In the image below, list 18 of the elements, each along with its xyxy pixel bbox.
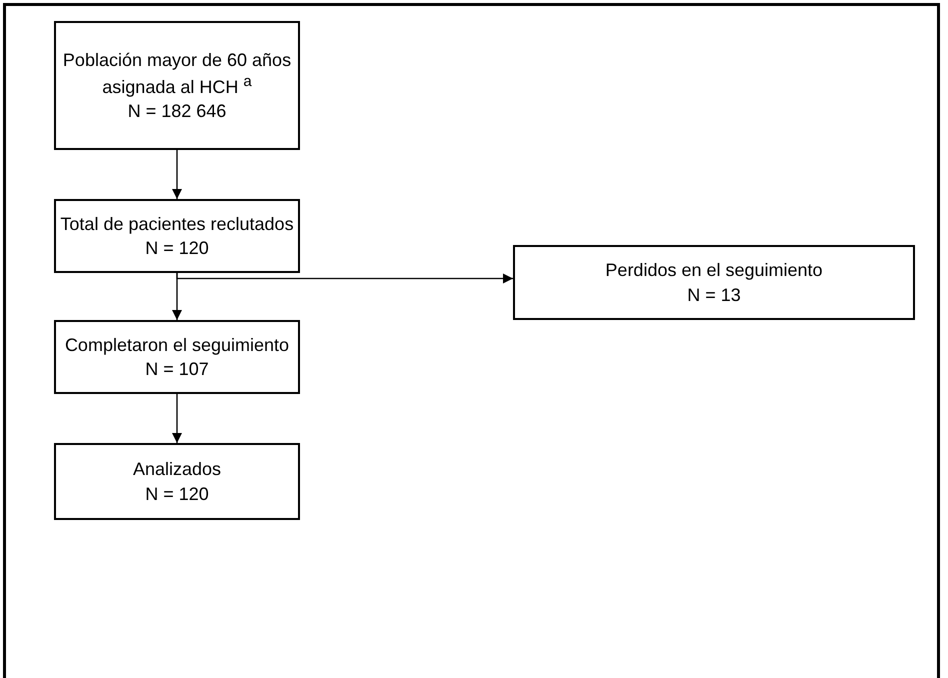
box-heading: Población mayor de 60 años asignada al HCH $^{a}$ <box>62 48 292 99</box>
process-box <box>54 443 300 520</box>
process-box <box>54 199 300 273</box>
arrow <box>172 150 182 199</box>
box-heading: Analizados <box>132 458 222 482</box>
count-text: N = 120 <box>145 482 209 506</box>
count-text: N = 120 <box>145 237 209 260</box>
process-box <box>54 320 300 394</box>
arrow <box>176 273 513 284</box>
count-text: N = 13 <box>687 284 741 306</box>
box-heading: Perdidos en el seguimiento <box>605 259 823 282</box>
count-text: N = 182 646 <box>128 100 226 124</box>
arrow <box>172 394 182 443</box>
process-box <box>513 245 915 320</box>
count-text: N = 107 <box>145 358 209 381</box>
box-heading: Completaron el seguimiento <box>64 334 290 357</box>
process-box <box>54 21 300 150</box>
box-heading: Total de pacientes reclutados <box>60 212 294 236</box>
